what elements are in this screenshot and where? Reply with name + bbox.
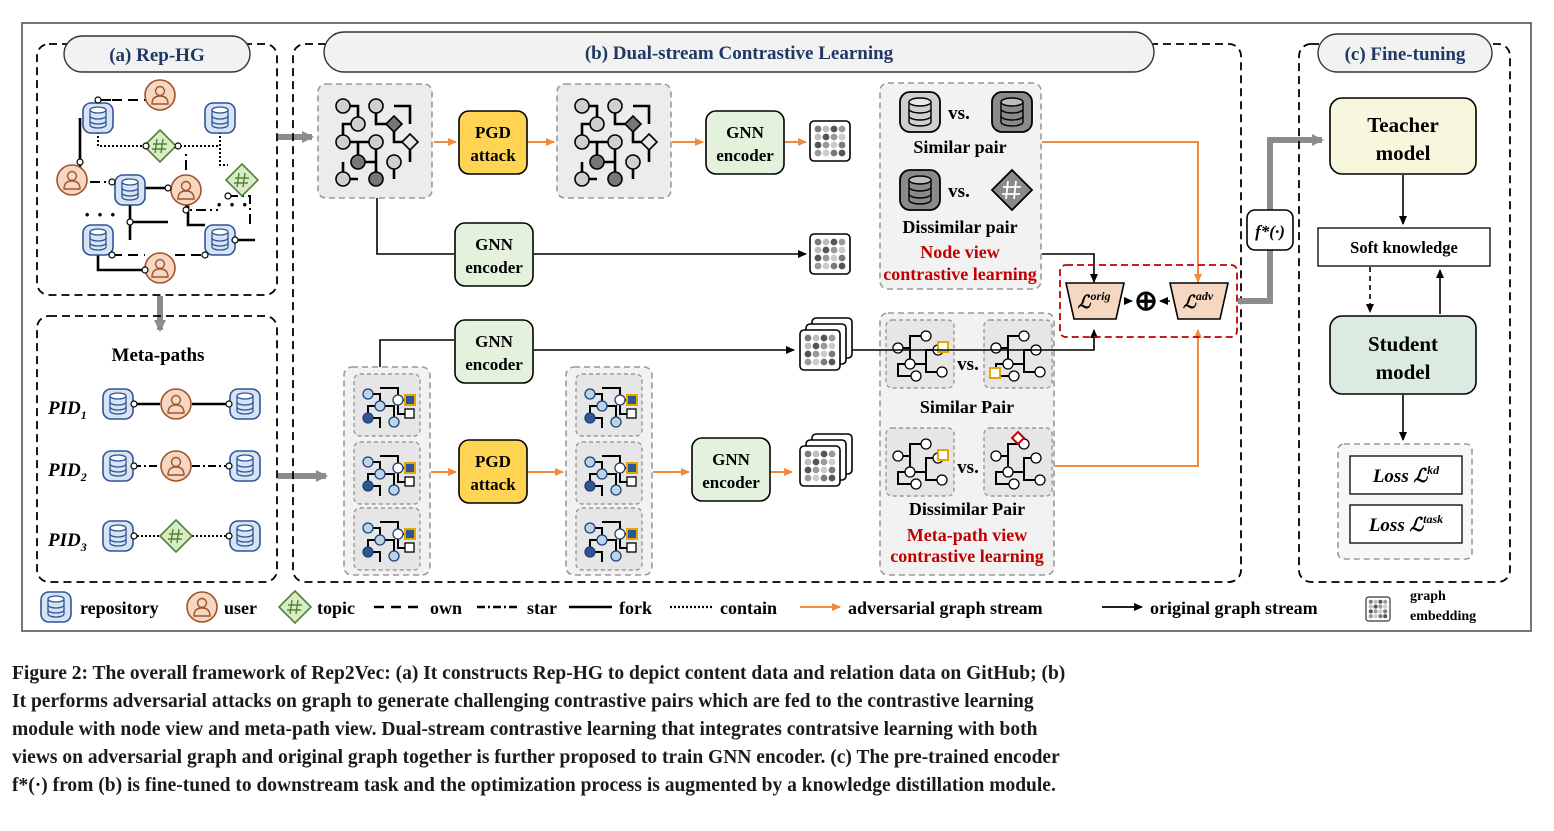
caption-line-3: module with node view and meta-path view… xyxy=(12,719,1038,740)
svg-text:adversarial graph stream: adversarial graph stream xyxy=(848,598,1043,618)
svg-text:ℒadv: ℒadv xyxy=(1183,289,1214,312)
svg-text:· · ·: · · · xyxy=(83,202,116,227)
section-fine-tuning: (c) Fine-tuning Teacher model Soft knowl… xyxy=(1298,33,1511,583)
rep-hg-graph: · · · · · · xyxy=(56,79,259,284)
pgd-attack-top xyxy=(458,110,528,175)
svg-text:fork: fork xyxy=(619,598,652,618)
fstar-box xyxy=(1246,209,1294,251)
svg-text:topic: topic xyxy=(317,598,355,618)
svg-text:Teacher: Teacher xyxy=(1367,113,1439,137)
pid1-label: PID1 xyxy=(47,398,87,422)
fine-tuning-title: (c) Fine-tuning xyxy=(1345,44,1466,65)
svg-text:encoder: encoder xyxy=(465,355,523,374)
svg-text:Dissimilar pair: Dissimilar pair xyxy=(902,217,1017,237)
caption-line-5: f*(·) from (b) is fine-tuned to downstre… xyxy=(12,775,1056,796)
teacher-model xyxy=(1329,97,1477,175)
svg-text:Loss ℒtask: Loss ℒtask xyxy=(1368,512,1443,536)
oplus-symbol: ⊕ xyxy=(1134,286,1157,317)
svg-text:PGD: PGD xyxy=(475,452,511,471)
svg-text:user: user xyxy=(224,598,257,618)
pid3-label: PID3 xyxy=(47,530,87,554)
svg-text:Dissimilar Pair: Dissimilar Pair xyxy=(909,499,1025,519)
svg-text:GNN: GNN xyxy=(726,123,765,142)
topic-diamond-icon xyxy=(990,168,1034,212)
svg-text:vs.: vs. xyxy=(957,354,979,375)
pgd-attack-bottom xyxy=(458,439,528,504)
svg-text:Student: Student xyxy=(1368,332,1438,356)
svg-text:vs.: vs. xyxy=(948,181,970,202)
mp-graphs-original xyxy=(343,366,431,576)
embedding-stack-adv xyxy=(799,433,853,487)
svg-text:PGD: PGD xyxy=(475,123,511,142)
svg-text:attack: attack xyxy=(470,475,516,494)
svg-text:Loss ℒkd: Loss ℒkd xyxy=(1372,463,1440,487)
svg-text:own: own xyxy=(430,598,462,618)
svg-text:Meta-path view: Meta-path view xyxy=(907,525,1027,545)
pid2-label: PID2 xyxy=(47,460,87,484)
svg-text:attack: attack xyxy=(470,146,516,165)
dual-stream-title: (b) Dual-stream Contrastive Learning xyxy=(585,43,894,64)
svg-text:GNN: GNN xyxy=(712,450,751,469)
soft-knowledge-box xyxy=(1317,227,1491,267)
svg-text:· · ·: · · · xyxy=(215,192,248,217)
svg-text:encoder: encoder xyxy=(702,473,760,492)
meta-paths-title: Meta-paths xyxy=(112,345,205,366)
outer-frame xyxy=(21,22,1532,632)
student-model xyxy=(1329,315,1477,395)
svg-text:GNN: GNN xyxy=(475,235,514,254)
svg-text:Soft knowledge: Soft knowledge xyxy=(1350,238,1458,257)
loss-orig-box xyxy=(1065,282,1125,320)
loss-adv-box xyxy=(1169,282,1229,320)
svg-text:contain: contain xyxy=(720,598,777,618)
gnn-encoder-adv-top xyxy=(705,110,785,175)
svg-text:ℒorig: ℒorig xyxy=(1078,289,1111,312)
loss-kd-box xyxy=(1349,455,1463,495)
section-meta-paths: Meta-paths PID1 PID2 PID3 xyxy=(36,315,278,583)
mp-graphs-adversarial xyxy=(565,366,653,576)
svg-text:star: star xyxy=(527,598,557,618)
framework-diagram: (a) Rep-HG · · · · · · xyxy=(21,22,1532,632)
svg-text:vs.: vs. xyxy=(957,457,979,478)
caption-line-1: Figure 2: The overall framework of Rep2V… xyxy=(12,663,1066,684)
section-dual-stream: (b) Dual-stream Contrastive Learning PGD… xyxy=(292,31,1242,583)
svg-text:Similar pair: Similar pair xyxy=(913,137,1006,157)
svg-text:model: model xyxy=(1376,141,1431,165)
fstar-label: f*(·) xyxy=(1255,222,1285,241)
loss-task-box xyxy=(1349,504,1463,544)
svg-text:original graph stream: original graph stream xyxy=(1150,598,1318,618)
embedding-stack-orig xyxy=(799,317,853,371)
svg-text:encoder: encoder xyxy=(465,258,523,277)
caption-line-4: views on adversarial graph and original … xyxy=(12,747,1060,768)
svg-text:encoder: encoder xyxy=(716,146,774,165)
svg-text:embedding: embedding xyxy=(1410,609,1476,624)
svg-text:contrastive learning: contrastive learning xyxy=(883,264,1036,284)
gnn-encoder-adv-bottom xyxy=(691,437,771,502)
svg-text:GNN: GNN xyxy=(475,332,514,351)
svg-text:model: model xyxy=(1376,360,1431,384)
svg-text:Node view: Node view xyxy=(920,242,1000,262)
legend: repository user topic own star fork cont… xyxy=(40,589,1476,624)
gnn-encoder-orig-bottom xyxy=(454,319,534,384)
svg-text:vs.: vs. xyxy=(948,103,970,124)
node-view-panel xyxy=(879,82,1042,290)
gnn-encoder-orig-top xyxy=(454,222,534,287)
figure-caption: Figure 2: The overall framework of Rep2V… xyxy=(12,660,1542,800)
rep-hg-title: (a) Rep-HG xyxy=(109,45,205,66)
svg-text:Similar Pair: Similar Pair xyxy=(920,397,1014,417)
svg-text:repository: repository xyxy=(80,598,159,618)
loss-region xyxy=(1059,264,1238,338)
caption-line-2: It performs adversarial attacks on graph… xyxy=(12,691,1034,712)
svg-text:contrastive learning: contrastive learning xyxy=(890,546,1043,566)
section-rep-hg: (a) Rep-HG · · · · · · xyxy=(36,35,278,296)
svg-text:graph: graph xyxy=(1410,589,1446,604)
